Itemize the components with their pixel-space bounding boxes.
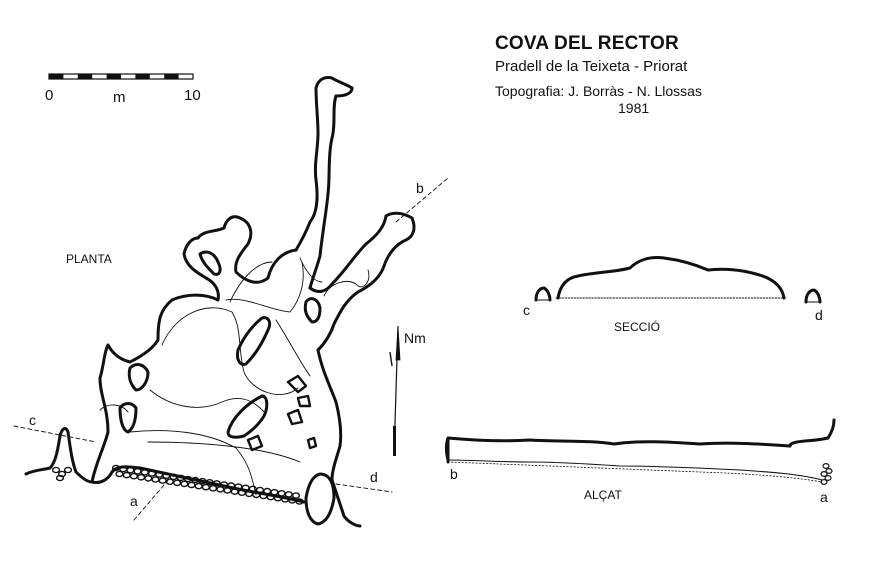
plan-point-c: c [29,412,36,428]
scale-label-min: 0 [45,87,54,104]
plan-view [13,76,449,528]
section-point-c: c [523,302,530,318]
survey-year: 1981 [618,100,650,116]
boulder-mark [51,466,61,474]
plan-point-a: a [130,493,138,509]
boulder-mark [57,470,67,478]
boulder-mark [55,474,65,482]
elevation-view [445,418,836,486]
boulder-mark [263,487,272,495]
boulder-mark [140,469,149,476]
boulder-mark [277,489,286,497]
scale-bar [48,73,194,80]
survey-credit: Topografia: J. Borràs - N. Llossas [495,83,702,99]
cross-section-view [534,256,822,304]
boulder-mark [284,491,293,498]
scale-label-unit: m [113,89,126,106]
boulder-mark [291,492,301,499]
plan-view-label: PLANTA [66,252,112,266]
boulder-mark [63,466,73,474]
elevation-point-a: a [820,489,828,505]
north-arrow-icon [389,325,401,457]
boulder-mark [270,488,279,496]
map-title: COVA DEL RECTOR [495,33,679,54]
plan-point-d: d [370,469,378,485]
boulder-mark [295,498,304,505]
plan-point-b: b [416,180,424,196]
section-view-label: SECCIÓ [614,320,661,334]
scale-label-max: 10 [184,87,201,104]
section-point-d: d [815,307,823,323]
location-subtitle: Pradell de la Teixeta - Priorat [495,58,688,75]
elevation-view-label: ALÇAT [584,488,622,502]
elevation-point-b: b [450,466,458,482]
north-label: Nm [404,330,426,346]
boulder-mark [133,467,142,475]
